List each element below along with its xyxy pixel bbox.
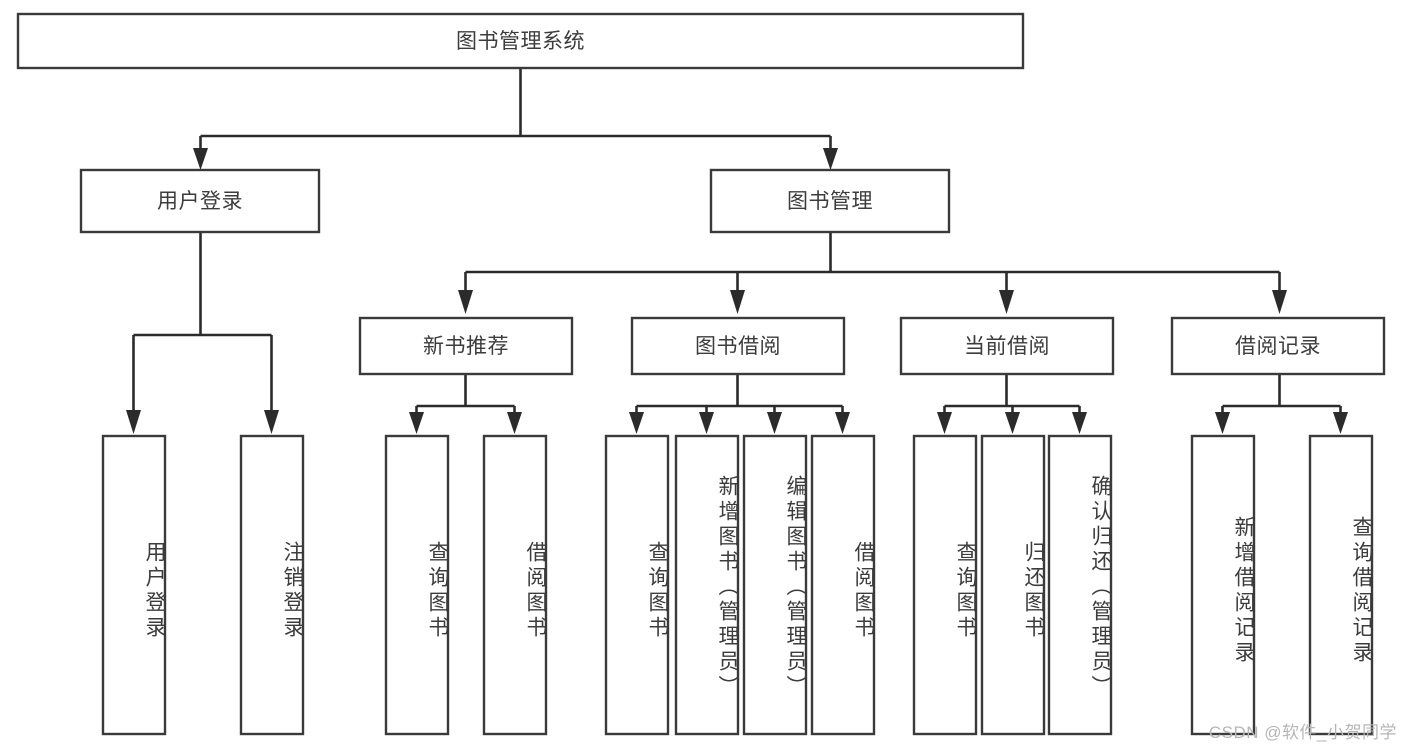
node-box-leaf-6[interactable] [742, 434, 808, 736]
arrow-head-current [999, 290, 1014, 314]
node-box-leaf-3[interactable] [482, 434, 548, 736]
node-box-leaf-4[interactable] [604, 434, 670, 736]
arrow-head-nb2 [507, 412, 522, 434]
arrow-head-cb1 [937, 412, 952, 434]
node-box-book-management[interactable] [709, 168, 951, 234]
connector-bookmgmt-to-level3 [458, 232, 1287, 314]
node-box-leaf-2[interactable] [384, 434, 450, 736]
node-box-leaf-0[interactable] [101, 434, 167, 736]
node-box-current-borrow[interactable] [899, 316, 1115, 376]
connector-bookborrow-to-leaves [629, 374, 850, 434]
arrow-head-bb2 [699, 412, 714, 434]
node-box-leaf-1[interactable] [239, 434, 305, 736]
node-box-leaf-7[interactable] [810, 434, 876, 736]
node-box-leaf-12[interactable] [1308, 434, 1374, 736]
connector-records-to-leaves [1215, 374, 1348, 434]
node-box-new-book-recommend[interactable] [358, 316, 574, 376]
connector-userlogin-to-leaves [126, 232, 279, 434]
arrow-head-nb1 [409, 412, 424, 434]
arrow-head-br1 [1215, 412, 1230, 434]
arrow-head-new-book [458, 290, 473, 314]
watermark-text: CSDN @软件_小贺同学 [1208, 723, 1397, 742]
arrow-head-user-login [193, 148, 208, 170]
arrow-head-leaf-logout [264, 410, 279, 434]
arrow-head-book-mgmt [823, 148, 838, 170]
node-box-borrow-records[interactable] [1170, 316, 1386, 376]
node-box-leaf-8[interactable] [912, 434, 978, 736]
node-box-leaf-10[interactable] [1047, 434, 1113, 736]
connector-root-to-level2 [193, 68, 838, 170]
arrow-head-bb3 [767, 412, 782, 434]
arrow-head-borrow [730, 290, 745, 314]
node-box-root[interactable] [16, 12, 1025, 70]
connector-newbook-to-leaves [409, 374, 522, 434]
arrow-head-br2 [1333, 412, 1348, 434]
arrow-head-bb1 [629, 412, 644, 434]
node-box-leaf-5[interactable] [674, 434, 740, 736]
node-box-leaf-9[interactable] [980, 434, 1046, 736]
node-box-book-borrow[interactable] [630, 316, 846, 376]
node-box-leaf-11[interactable] [1190, 434, 1256, 736]
arrow-head-leaf-user-login [126, 410, 141, 434]
connector-current-to-leaves [937, 374, 1087, 434]
arrow-head-records [1272, 290, 1287, 314]
arrow-head-bb4 [835, 412, 850, 434]
arrow-head-cb2 [1005, 412, 1020, 434]
node-box-user-login[interactable] [79, 168, 321, 234]
arrow-head-cb3 [1072, 412, 1087, 434]
